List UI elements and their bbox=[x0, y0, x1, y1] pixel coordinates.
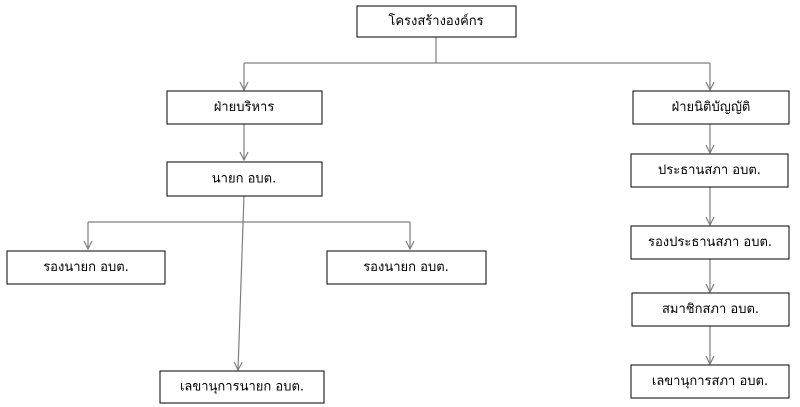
node-council-president-label: ประธานสภา อบต. bbox=[658, 163, 761, 178]
node-legislative-label: ฝ่ายนิติบัญญัติ bbox=[672, 100, 751, 115]
connector-mayor-to-secretary bbox=[238, 195, 245, 370]
node-council-member-label: สมาชิกสภา อบต. bbox=[662, 302, 759, 317]
node-executive-label: ฝ่ายบริหาร bbox=[214, 100, 275, 115]
node-root: โครงสร้างองค์กร bbox=[356, 5, 517, 38]
node-council-president: ประธานสภา อบต. bbox=[630, 153, 789, 188]
node-council-secretary: เลขานุการสภา อบต. bbox=[630, 364, 790, 399]
connectors bbox=[88, 37, 710, 370]
node-council-member: สมาชิกสภา อบต. bbox=[631, 292, 790, 327]
node-council-secretary-label: เลขานุการสภา อบต. bbox=[652, 374, 768, 389]
node-mayor-secretary: เลขานุการนายก อบต. bbox=[159, 370, 325, 404]
node-deputy-mayor-2-label: รองนายก อบต. bbox=[363, 260, 449, 275]
node-council-vice-president: รองประธานสภา อบต. bbox=[630, 225, 790, 260]
node-deputy-mayor-1: รองนายก อบต. bbox=[6, 250, 166, 285]
node-legislative: ฝ่ายนิติบัญญัติ bbox=[632, 90, 790, 125]
node-deputy-mayor-1-label: รองนายก อบต. bbox=[43, 260, 129, 275]
node-council-vice-president-label: รองประธานสภา อบต. bbox=[648, 235, 772, 250]
node-executive: ฝ่ายบริหาร bbox=[166, 90, 323, 125]
node-mayor: นายก อบต. bbox=[166, 161, 323, 197]
node-mayor-label: นายก อบต. bbox=[212, 172, 276, 187]
node-root-label: โครงสร้างองค์กร bbox=[388, 13, 483, 29]
node-deputy-mayor-2: รองนายก อบต. bbox=[326, 250, 487, 285]
node-mayor-secretary-label: เลขานุการนายก อบต. bbox=[180, 380, 304, 395]
